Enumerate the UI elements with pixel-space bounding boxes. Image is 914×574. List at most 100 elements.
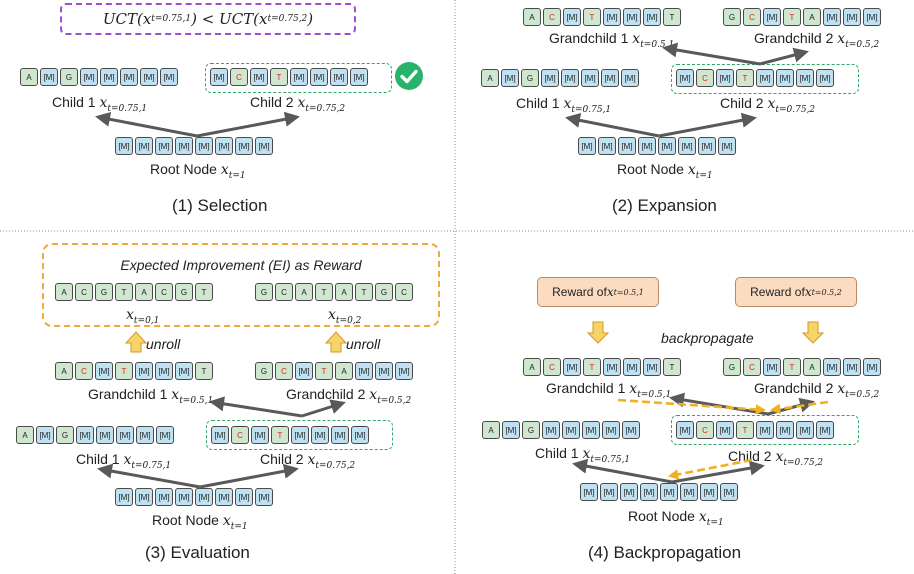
token-grandchild1-2: [M]	[563, 358, 581, 376]
token-grandchild1-1: C	[543, 358, 561, 376]
token-grandchild2-3: T	[783, 8, 801, 26]
token-grandchild1-2: [M]	[95, 362, 113, 380]
unroll-label-1: unroll	[146, 336, 181, 352]
token-root-7: [M]	[720, 483, 738, 501]
token-child1-0: A	[16, 426, 34, 444]
token-root-6: [M]	[698, 137, 716, 155]
token-root-1: [M]	[135, 488, 153, 506]
token-rollout1-4: A	[135, 283, 153, 301]
reward2-subscript: t=0.5,2	[811, 287, 842, 297]
token-grandchild2-0: G	[723, 8, 741, 26]
child1-label-subscript: t=0.75,1	[571, 104, 612, 115]
formula-mid: ) < UCT(	[191, 10, 260, 28]
token-child2-0: [M]	[211, 426, 229, 444]
token-child2-6: [M]	[796, 69, 814, 87]
grandchild1-label-text: Grandchild 1	[546, 380, 630, 396]
grandchild1-label-p2: Grandchild 1 xt=0.5,1	[549, 30, 674, 50]
grandchild1-label-text: Grandchild 1	[88, 386, 172, 402]
child2-sequence-p4: [M]C[M]T[M][M][M][M]	[676, 421, 834, 439]
child2-label-subscript: t=0.75,2	[775, 104, 816, 115]
grandchild2-label-subscript: t=0.5,2	[845, 39, 880, 50]
token-grandchild2-7: [M]	[863, 358, 881, 376]
token-child2-7: [M]	[351, 426, 369, 444]
formula-lhs-sub: t=0.75,1	[151, 14, 192, 24]
token-root-4: [M]	[658, 137, 676, 155]
child2-label-p2: Child 2 xt=0.75,2	[720, 95, 815, 115]
token-grandchild1-6: [M]	[175, 362, 193, 380]
token-child1-0: A	[482, 421, 500, 439]
grandchild2-label-text: Grandchild 2	[754, 30, 838, 46]
token-rollout1-7: T	[195, 283, 213, 301]
token-rollout2-4: A	[335, 283, 353, 301]
token-rollout2-6: G	[375, 283, 393, 301]
grandchild2-label-p3: Grandchild 2 xt=0.5,2	[286, 386, 411, 406]
token-root-2: [M]	[155, 137, 173, 155]
token-child1-7: [M]	[160, 68, 178, 86]
child1-label-p2: Child 1 xt=0.75,1	[516, 95, 611, 115]
token-grandchild1-7: T	[195, 362, 213, 380]
token-grandchild1-0: A	[55, 362, 73, 380]
caption-backpropagation: (4) Backpropagation	[588, 543, 742, 562]
token-child2-3: T	[736, 421, 754, 439]
grandchild2-label-symbol: x	[837, 381, 846, 397]
token-root-4: [M]	[195, 488, 213, 506]
grandchild2-label-text: Grandchild 2	[754, 380, 838, 396]
token-root-0: [M]	[115, 137, 133, 155]
token-grandchild2-1: C	[743, 358, 761, 376]
token-child2-1: C	[230, 68, 248, 86]
token-grandchild1-5: [M]	[155, 362, 173, 380]
token-root-0: [M]	[115, 488, 133, 506]
grandchild1-label-symbol: x	[171, 387, 180, 403]
child2-label-subscript: t=0.75,2	[315, 460, 356, 471]
grandchild2-label-symbol: x	[837, 31, 846, 47]
child2-sequence: [M]C[M]T[M][M][M][M]	[210, 68, 368, 86]
token-rollout1-2: G	[95, 283, 113, 301]
root-label-p4: Root Node xt=1	[628, 508, 724, 528]
child1-label-symbol: x	[99, 95, 108, 111]
child1-label-p4: Child 1 xt=0.75,1	[535, 445, 630, 465]
child2-label-symbol: x	[297, 95, 306, 111]
formula-rhs-sub: t=0.75,2	[267, 14, 308, 24]
grandchild2-label-symbol: x	[369, 387, 378, 403]
token-child1-7: [M]	[156, 426, 174, 444]
token-child2-1: C	[696, 421, 714, 439]
token-child1-0: A	[481, 69, 499, 87]
child1-label-subscript: t=0.75,1	[131, 460, 172, 471]
token-child1-2: G	[522, 421, 540, 439]
caption-evaluation: (3) Evaluation	[145, 543, 250, 562]
token-grandchild2-2: [M]	[295, 362, 313, 380]
rollout1-label: xt=0,1	[126, 306, 159, 326]
token-child1-5: [M]	[582, 421, 600, 439]
token-child2-1: C	[696, 69, 714, 87]
token-child2-6: [M]	[331, 426, 349, 444]
root-label-subscript: t=1	[706, 517, 724, 528]
child2-label-text: Child 2	[728, 448, 776, 464]
formula-lhs: UCT(	[102, 10, 143, 28]
token-grandchild1-6: [M]	[643, 358, 661, 376]
token-child2-7: [M]	[816, 421, 834, 439]
token-rollout2-5: T	[355, 283, 373, 301]
token-root-6: [M]	[700, 483, 718, 501]
token-child1-3: [M]	[542, 421, 560, 439]
token-child1-3: [M]	[541, 69, 559, 87]
token-child1-6: [M]	[140, 68, 158, 86]
token-grandchild2-4: A	[335, 362, 353, 380]
grandchild1-label-subscript: t=0.5,1	[179, 395, 214, 406]
token-root-4: [M]	[195, 137, 213, 155]
token-grandchild2-1: C	[743, 8, 761, 26]
reward1-subscript: t=0.5,1	[613, 287, 644, 297]
root-sequence: [M][M][M][M][M][M][M][M]	[115, 137, 273, 155]
child1-sequence: A[M]G[M][M][M][M][M]	[20, 68, 178, 86]
token-grandchild2-6: [M]	[375, 362, 393, 380]
token-child1-3: [M]	[80, 68, 98, 86]
token-child2-4: [M]	[290, 68, 308, 86]
token-child1-7: [M]	[621, 69, 639, 87]
token-child1-6: [M]	[136, 426, 154, 444]
token-child1-1: [M]	[36, 426, 54, 444]
child1-label-text: Child 1	[535, 445, 583, 461]
